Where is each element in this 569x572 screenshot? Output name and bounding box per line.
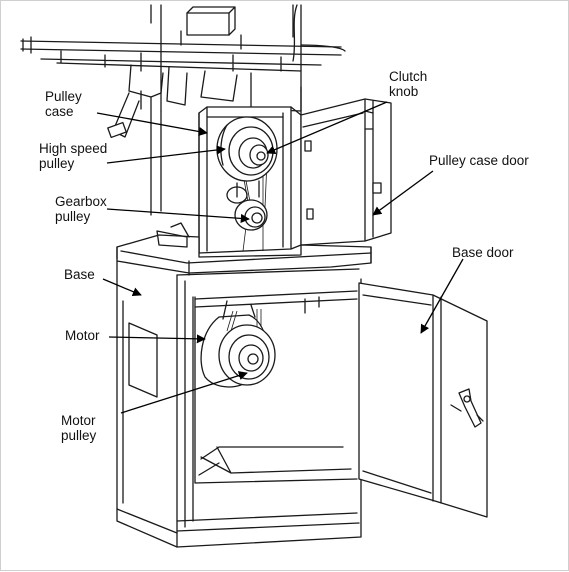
label-pulley-case: Pulley case [45,89,82,119]
upper-column [20,4,346,216]
pulley-case-door [300,98,392,246]
label-clutch-knob: Clutch knob [389,69,428,99]
label-base-door: Base door [452,245,514,260]
label-pulley-case-door: Pulley case door [429,153,529,168]
label-gearbox-pulley: Gearbox pulley [55,194,107,224]
base-top [116,222,372,276]
base-door [358,282,488,518]
base-cabinet [116,260,362,548]
motor [200,300,276,388]
label-motor: Motor [65,328,100,343]
pointer-lines [96,101,464,414]
label-motor-pulley: Motor pulley [61,413,97,443]
label-high-speed-pulley: High speed pulley [39,141,108,171]
label-base: Base [64,267,95,282]
